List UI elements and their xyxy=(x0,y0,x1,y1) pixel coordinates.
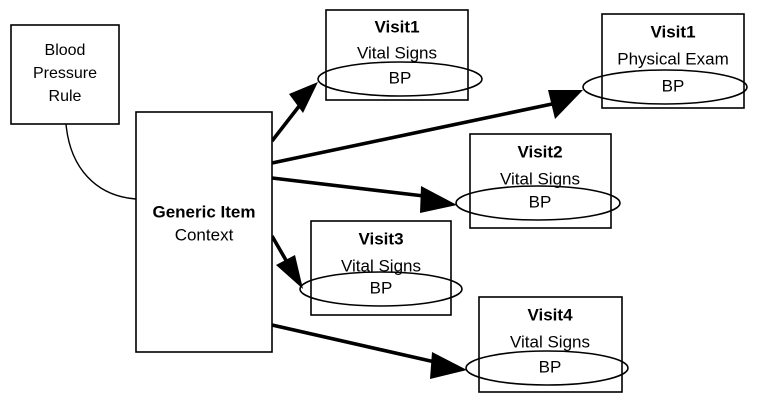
visit1-physical-exam-bp-ellipse xyxy=(582,69,748,105)
blood-pressure-rule-box xyxy=(10,24,120,125)
generic-item-title: Generic Item xyxy=(153,202,256,221)
visit1-vital-signs-bp-ellipse xyxy=(317,61,483,97)
arrow-generic-to-visit3-vital-signs xyxy=(270,235,303,289)
blood-pressure-rule-line2: Pressure xyxy=(33,65,97,82)
arrow-generic-to-visit1-vital-signs xyxy=(270,82,318,143)
visit2-vital-signs-box xyxy=(469,133,612,229)
visit1-physical-exam-box xyxy=(601,13,745,109)
visit4-vital-signs-title: Visit4 xyxy=(527,305,573,324)
generic-item-subtitle: Context xyxy=(175,225,234,244)
visit4-vital-signs-box xyxy=(478,296,623,393)
visit1-physical-exam-subtitle: Physical Exam xyxy=(617,49,728,68)
node-visit1-vital-signs[interactable]: Visit1 Vital Signs BP xyxy=(317,9,483,101)
generic-item-box xyxy=(135,111,273,353)
node-blood-pressure-rule[interactable]: Blood Pressure Rule xyxy=(10,24,120,125)
arrow-generic-to-visit2-vital-signs xyxy=(271,176,457,213)
visit1-physical-exam-bp-label: BP xyxy=(662,76,685,95)
node-generic-item[interactable]: Generic Item Context xyxy=(135,111,273,353)
arrow-generic-to-visit4-vital-signs xyxy=(271,323,467,379)
node-visit4-vital-signs[interactable]: Visit4 Vital Signs BP xyxy=(465,296,629,393)
node-visit3-vital-signs[interactable]: Visit3 Vital Signs BP xyxy=(299,220,463,316)
visit1-vital-signs-box xyxy=(325,9,469,101)
visit1-vital-signs-subtitle: Vital Signs xyxy=(357,43,437,62)
node-visit1-physical-exam[interactable]: Visit1 Physical Exam BP xyxy=(582,13,748,109)
visit2-vital-signs-bp-label: BP xyxy=(529,192,552,211)
visit1-physical-exam-title: Visit1 xyxy=(650,22,695,41)
visit4-vital-signs-bp-ellipse xyxy=(465,350,629,386)
blood-pressure-rule-line3: Rule xyxy=(49,88,82,105)
visit3-vital-signs-subtitle: Vital Signs xyxy=(341,256,421,275)
connector-rule-to-generic-curve xyxy=(65,123,137,200)
visit3-vital-signs-bp-label: BP xyxy=(370,278,393,297)
blood-pressure-rule-line1: Blood xyxy=(45,42,86,59)
visit1-vital-signs-title: Visit1 xyxy=(374,17,419,36)
visit2-vital-signs-subtitle: Vital Signs xyxy=(500,169,580,188)
visit4-vital-signs-subtitle: Vital Signs xyxy=(510,332,590,351)
visit3-vital-signs-box xyxy=(310,220,452,316)
visit1-vital-signs-bp-label: BP xyxy=(389,68,412,87)
visit2-vital-signs-title: Visit2 xyxy=(517,142,562,161)
node-visit2-vital-signs[interactable]: Visit2 Vital Signs BP xyxy=(455,133,621,229)
visit3-vital-signs-bp-ellipse xyxy=(299,271,463,307)
visit2-vital-signs-bp-ellipse xyxy=(455,185,621,221)
visit3-vital-signs-title: Visit3 xyxy=(358,229,403,248)
visit4-vital-signs-bp-label: BP xyxy=(539,357,562,376)
arrow-generic-to-visit1-physical-exam xyxy=(271,90,583,165)
